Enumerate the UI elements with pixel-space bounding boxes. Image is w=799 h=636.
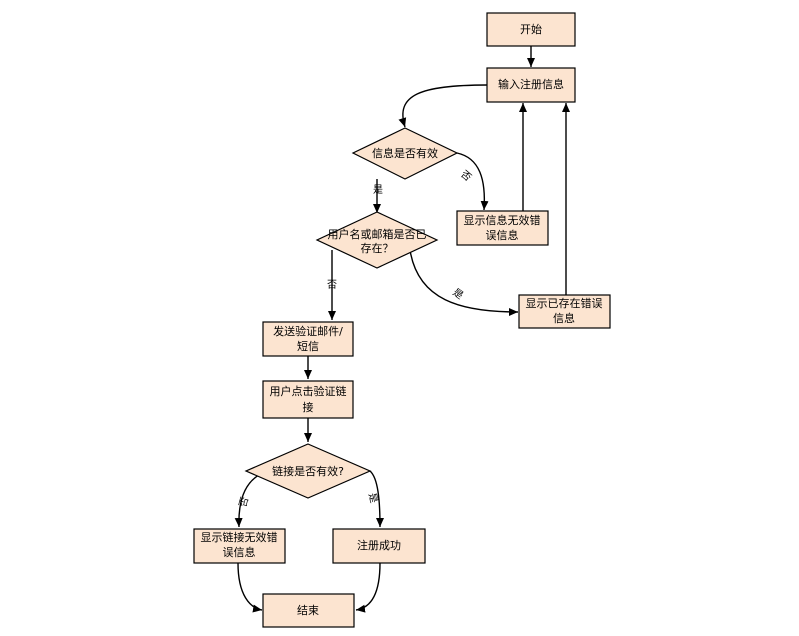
node-exists-error: 显示已存在错误 信息 [518, 294, 611, 329]
edge-link-valid-yes [369, 470, 384, 528]
node-info-invalid-line1: 显示信息无效错 [464, 213, 541, 227]
decision-exists-line1: 用户名或邮箱是否已 [328, 227, 427, 241]
edge-label-info-yes: 是 [373, 184, 383, 196]
edge-input-to-info-valid [398, 84, 488, 128]
edge-info-valid-no [456, 152, 489, 211]
node-click-line1: 用户点击验证链 [270, 384, 347, 398]
node-end-label: 结束 [297, 604, 319, 617]
node-link-invalid-line1: 显示链接无效错 [201, 530, 278, 544]
edge-exists-yes [409, 249, 519, 316]
edge-label-exists-yes: 是 [450, 286, 465, 302]
decision-user-exists: 用户名或邮箱是否已 存在？ [315, 211, 439, 269]
edge-label-info-no: 否 [458, 168, 473, 184]
node-success: 注册成功 [332, 528, 426, 564]
node-info-invalid-line2: 误信息 [486, 228, 519, 242]
node-click-line2: 接 [303, 401, 314, 414]
node-start-label: 开始 [520, 22, 542, 36]
node-info-invalid: 显示信息无效错 误信息 [456, 210, 549, 246]
edge-label-link-yes: 是 [366, 492, 380, 505]
node-input-registration: 输入注册信息 [486, 67, 576, 103]
node-click-link: 用户点击验证链 接 [262, 380, 354, 419]
decision-info-valid-label: 信息是否有效 [372, 146, 438, 160]
node-success-label: 注册成功 [357, 538, 401, 552]
node-start: 开始 [486, 12, 576, 47]
edge-label-link-no: 否 [237, 496, 251, 509]
node-send-line1: 发送验证邮件/ [273, 324, 343, 338]
node-send-verification: 发送验证邮件/ 短信 [262, 321, 354, 357]
node-input-label: 输入注册信息 [498, 77, 564, 91]
node-end: 结束 [262, 593, 355, 628]
edge-label-exists-no: 否 [327, 279, 337, 291]
decision-exists-line2: 存在？ [361, 241, 394, 255]
node-exists-error-line1: 显示已存在错误 [526, 296, 603, 310]
edge-success-to-end [355, 562, 381, 613]
node-link-invalid: 显示链接无效错 误信息 [193, 528, 286, 564]
decision-info-valid: 信息是否有效 [351, 127, 459, 180]
node-exists-error-line2: 信息 [553, 311, 575, 325]
decision-link-valid: 链接是否有效? [244, 443, 372, 499]
node-link-invalid-line2: 误信息 [223, 545, 256, 559]
node-send-line2: 短信 [297, 339, 319, 353]
decision-link-valid-label: 链接是否有效? [272, 464, 344, 478]
edge-link-invalid-to-end [237, 562, 263, 613]
